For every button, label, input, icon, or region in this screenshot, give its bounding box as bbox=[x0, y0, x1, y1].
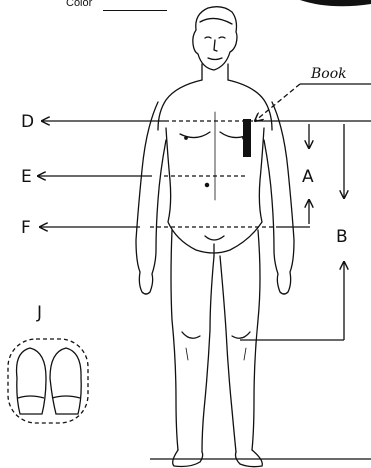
label-e: E bbox=[21, 167, 32, 187]
head bbox=[193, 7, 237, 70]
label-b: B bbox=[336, 227, 348, 247]
left-footprint bbox=[17, 348, 46, 414]
footprint-j bbox=[8, 339, 88, 423]
human-figure bbox=[136, 7, 294, 467]
book-label: Book bbox=[310, 66, 347, 82]
label-j: J bbox=[36, 303, 42, 323]
corner-shape bbox=[300, 0, 371, 6]
label-f: F bbox=[21, 218, 31, 238]
right-footprint bbox=[50, 348, 81, 414]
left-arm bbox=[136, 102, 166, 294]
label-d: D bbox=[21, 112, 34, 132]
legs bbox=[171, 230, 260, 452]
feet bbox=[173, 450, 263, 467]
book-bar bbox=[243, 119, 251, 157]
label-a: A bbox=[302, 167, 314, 187]
right-arm bbox=[264, 102, 294, 294]
footprint-outline bbox=[8, 339, 88, 423]
